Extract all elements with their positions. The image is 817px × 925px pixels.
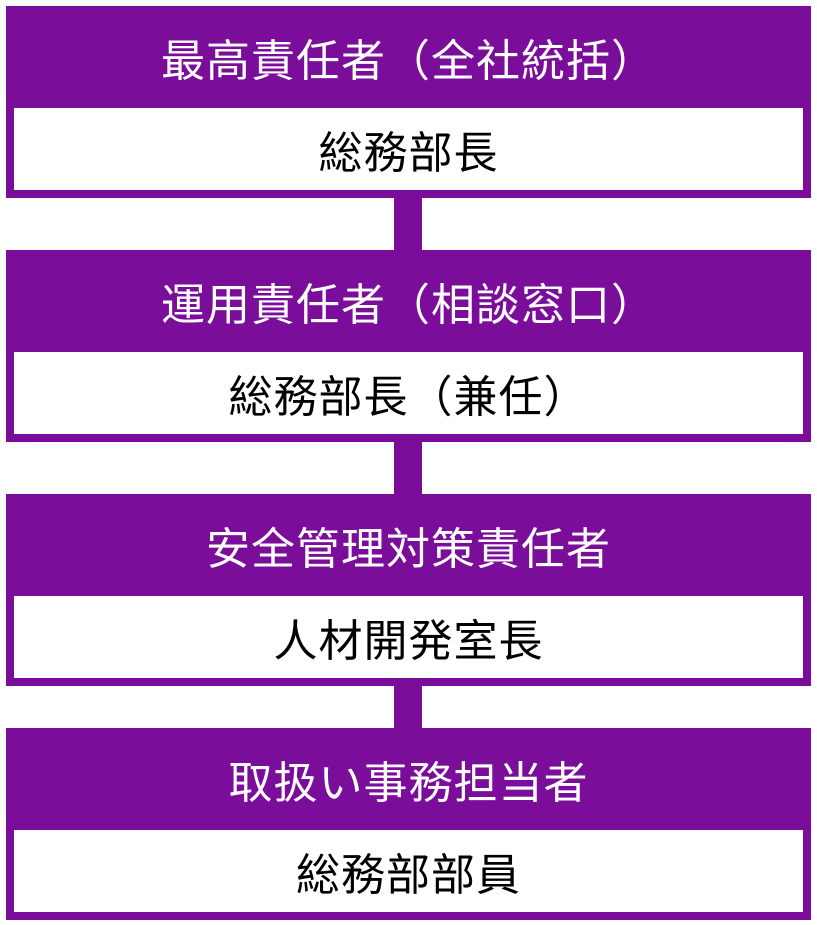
role-holder: 総務部長: [14, 108, 803, 190]
role-holder: 人材開発室長: [14, 596, 803, 678]
role-box-chief: 最高責任者（全社統括） 総務部長: [6, 6, 811, 198]
role-title: 最高責任者（全社統括）: [161, 36, 656, 87]
role-box-operations: 運用責任者（相談窓口） 総務部長（兼任）: [6, 250, 811, 442]
role-holder: 総務部長（兼任）: [14, 352, 803, 434]
connector-line: [394, 686, 422, 728]
connector-line: [394, 198, 422, 250]
role-title: 運用責任者（相談窓口）: [161, 280, 656, 331]
role-box-security: 安全管理対策責任者 人材開発室長: [6, 494, 811, 686]
role-box-handler: 取扱い事務担当者 総務部部員: [6, 728, 811, 920]
role-title: 安全管理対策責任者: [206, 524, 611, 575]
role-title: 取扱い事務担当者: [228, 758, 589, 809]
connector-line: [394, 442, 422, 494]
role-holder: 総務部部員: [14, 830, 803, 912]
